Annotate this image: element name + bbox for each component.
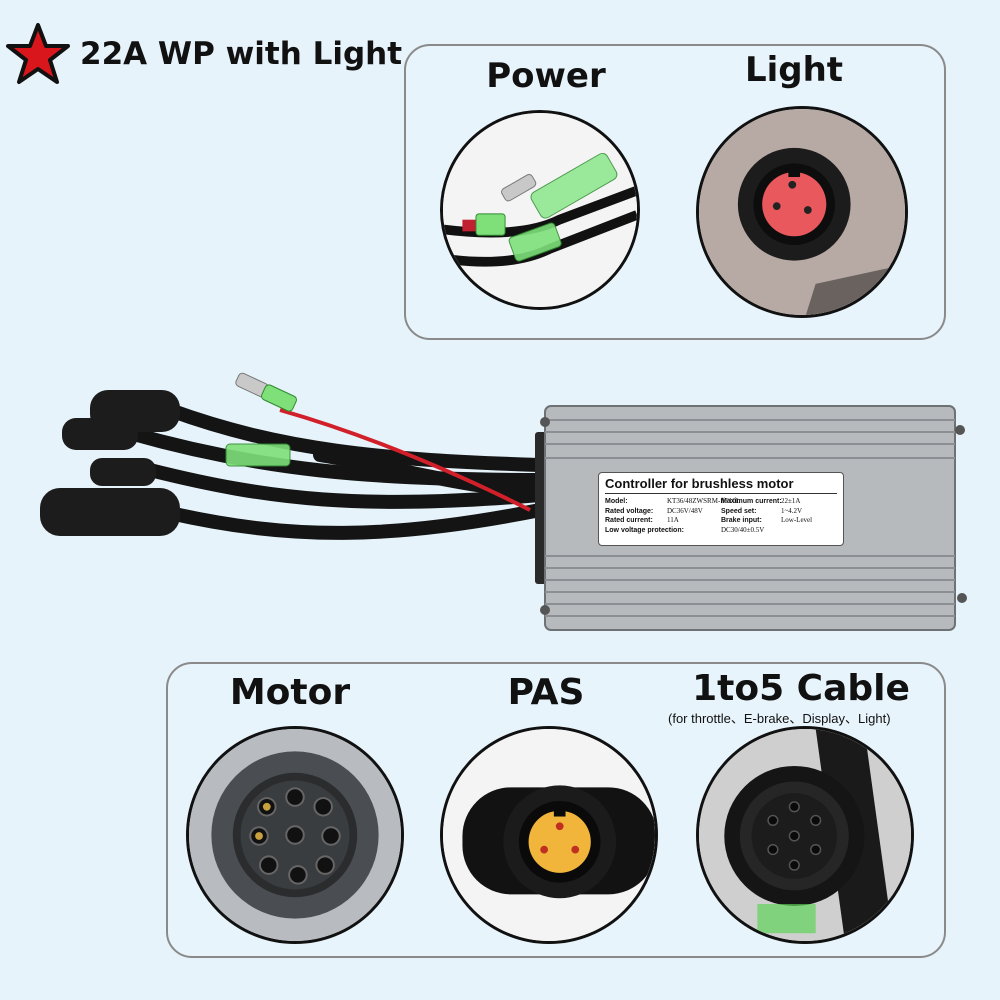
label-heading: Controller for brushless motor <box>605 476 837 494</box>
spec-key: Rated current: <box>605 517 653 524</box>
spec-row: Model: KT36/48ZWSRM-ffF10L Maximum curre… <box>605 497 837 507</box>
motor-connector-photo <box>186 726 404 944</box>
spec-value: 22±1A <box>781 497 801 505</box>
spec-key: Maximum current: <box>721 498 782 505</box>
specification-label: Controller for brushless motor Model: KT… <box>598 472 844 546</box>
spec-value: KT36/48ZWSRM-ffF10L <box>667 497 740 505</box>
cable-note: (for throttle、E-brake、Display、Light) <box>668 711 891 726</box>
star-icon <box>6 23 70 84</box>
cable-label: 1to5 Cable <box>692 668 910 709</box>
spec-value: DC36V/48V <box>667 506 703 515</box>
power-connector-photo <box>440 110 640 310</box>
spec-value: 11A <box>667 516 679 524</box>
motor-label: Motor <box>229 672 351 713</box>
spec-row: Rated voltage: DC36V/48V Speed set: 1~4.… <box>605 507 837 517</box>
pas-label: PAS <box>507 672 585 713</box>
light-connector-photo <box>696 106 908 318</box>
spec-value: 1~4.2V <box>781 506 803 515</box>
spec-value: DC30/40±0.5V <box>721 525 765 534</box>
spec-key: Speed set: <box>721 507 757 515</box>
title-text: 22A WP with Light <box>80 36 403 72</box>
spec-row: Rated current: 11A Brake input: Low-Leve… <box>605 516 837 526</box>
spec-row: Low voltage protection: DC30/40±0.5V <box>605 526 837 536</box>
light-label: Light <box>744 50 844 90</box>
spec-key: Model: <box>605 498 628 505</box>
power-label: Power <box>486 56 606 96</box>
spec-value: Low-Level <box>781 516 813 524</box>
product-title: 22A WP with Light <box>6 22 402 86</box>
spec-key: Low voltage protection: <box>605 526 684 534</box>
spec-key: Rated voltage: <box>605 507 654 515</box>
cable-connector-photo <box>696 726 914 944</box>
pas-connector-photo <box>440 726 658 944</box>
spec-key: Brake input: <box>721 517 762 524</box>
